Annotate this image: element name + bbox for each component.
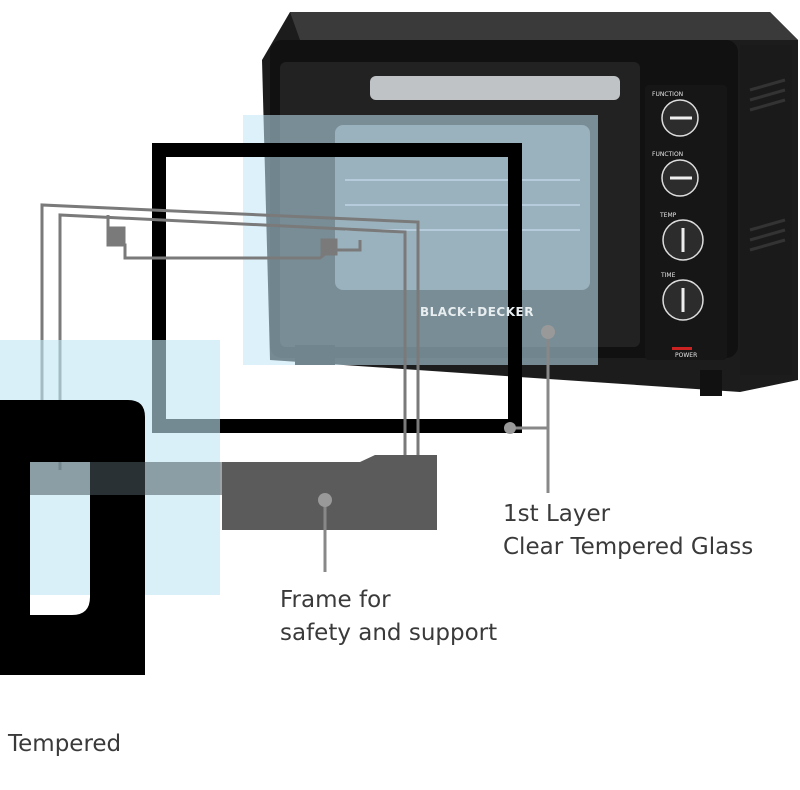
callout-glass-line2: Clear Tempered Glass xyxy=(503,534,754,560)
temp-knob-label: TEMP xyxy=(660,212,677,219)
function-knob-2-label: FUNCTION xyxy=(652,151,684,158)
door-handle xyxy=(370,76,620,100)
leader-lines xyxy=(323,332,550,572)
callout-dot xyxy=(318,493,332,507)
function-knob-1-label: FUNCTION xyxy=(652,91,684,98)
callout-glass: 1st Layer Clear Tempered Glass xyxy=(503,498,753,564)
callout-tempered: Tempered xyxy=(8,731,122,757)
support-frame-panel xyxy=(222,455,437,530)
power-indicator-label: POWER xyxy=(675,352,698,359)
callout-dot xyxy=(504,422,516,434)
brand-logo: BLACK+DECKER xyxy=(420,305,534,319)
callout-frame-line1: Frame for xyxy=(280,587,391,613)
callout-frame: Frame for safety and support xyxy=(280,584,497,650)
callout-dot xyxy=(541,325,555,339)
time-knob-label: TIME xyxy=(661,272,676,279)
callout-glass-line1: 1st Layer xyxy=(503,501,611,527)
callout-frame-line2: safety and support xyxy=(280,620,498,646)
